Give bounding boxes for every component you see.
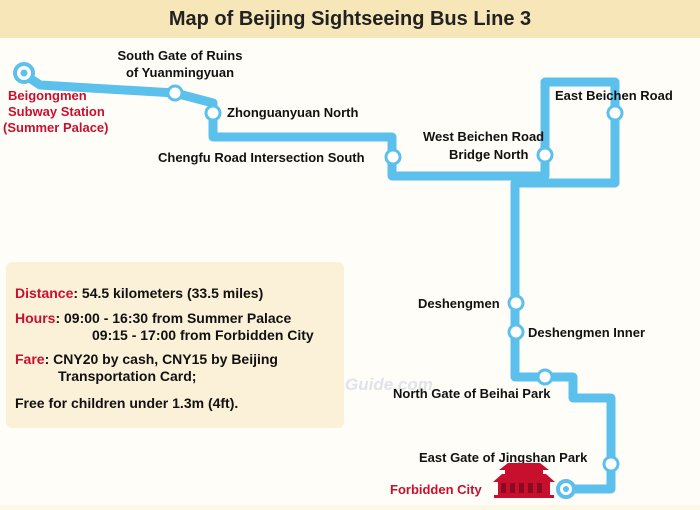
station-label: Bridge North	[449, 147, 529, 162]
route-line	[20, 70, 620, 494]
station-label: South Gate of Ruins	[118, 48, 243, 63]
station-south-gate-yuanmingyuan[interactable]: South Gate of Ruins of Yuanmingyuan	[118, 48, 243, 102]
station-marker	[536, 146, 554, 164]
route-map-svg: TravelChinaGuide.com Beigongmen Subway S…	[3, 48, 673, 499]
station-marker	[166, 84, 184, 102]
station-beihai-north[interactable]: North Gate of Beihai Park	[393, 368, 554, 401]
hours-label: Hours	[15, 310, 56, 326]
station-label: Forbidden City	[390, 482, 482, 497]
station-east-beichen[interactable]: East Beichen Road	[555, 88, 673, 122]
free-line: Free for children under 1.3m (4ft).	[15, 395, 239, 411]
station-label: East Gate of Jingshan Park	[419, 450, 588, 465]
station-label: East Beichen Road	[555, 88, 673, 103]
route-map: TravelChinaGuide.com Beigongmen Subway S…	[0, 38, 700, 505]
station-zhongguanyuan-north[interactable]: Zhonguanyuan North	[204, 104, 358, 122]
station-label: Deshengmen	[418, 296, 500, 311]
page-title: Map of Beijing Sightseeing Bus Line 3	[168, 7, 532, 30]
info-panel: Distance: 54.5 kilometers (33.5 miles) H…	[6, 262, 344, 428]
station-label: (Summer Palace)	[3, 120, 109, 135]
hours-value-1: : 09:00 - 16:30 from Summer Palace	[55, 310, 292, 326]
forbidden-city-icon	[493, 463, 555, 498]
station-label: Beigongmen	[8, 88, 87, 103]
fare-value-2: Transportation Card;	[58, 368, 197, 384]
station-label: Subway Station	[8, 104, 105, 119]
station-beigongmen[interactable]: Beigongmen Subway Station (Summer Palace…	[3, 62, 109, 135]
distance-line: Distance: 54.5 kilometers (33.5 miles)	[15, 285, 263, 301]
fare-value-1: : CNY20 by cash, CNY15 by Beijing	[44, 351, 278, 367]
station-label: Deshengmen Inner	[528, 325, 645, 340]
station-dot	[20, 69, 28, 77]
station-marker	[602, 455, 620, 473]
station-marker	[606, 104, 624, 122]
station-marker	[507, 294, 525, 312]
station-marker	[536, 368, 554, 386]
station-label: Zhonguanyuan North	[227, 105, 358, 120]
station-label: of Yuanmingyuan	[126, 65, 234, 80]
station-chengfu-road[interactable]: Chengfu Road Intersection South	[158, 148, 402, 166]
hours-line: Hours: 09:00 - 16:30 from Summer Palace	[15, 310, 291, 326]
station-label: West Beichen Road	[423, 129, 544, 144]
station-forbidden-city[interactable]: Forbidden City	[390, 463, 576, 499]
fare-label: Fare	[15, 351, 45, 367]
station-marker	[384, 148, 402, 166]
hours-value-2: 09:15 - 17:00 from Forbidden City	[92, 327, 314, 343]
distance-value: : 54.5 kilometers (33.5 miles)	[73, 285, 264, 301]
station-jingshan-east[interactable]: East Gate of Jingshan Park	[419, 450, 620, 473]
distance-label: Distance	[15, 285, 74, 301]
title-bar: Map of Beijing Sightseeing Bus Line 3	[0, 0, 700, 39]
fare-line: Fare: CNY20 by cash, CNY15 by Beijing	[15, 351, 278, 367]
station-west-beichen[interactable]: West Beichen Road Bridge North	[423, 129, 554, 164]
station-marker	[507, 323, 525, 341]
station-label: Chengfu Road Intersection South	[158, 150, 365, 165]
station-marker	[204, 104, 222, 122]
station-deshengmen[interactable]: Deshengmen	[418, 294, 525, 312]
station-deshengmen-inner[interactable]: Deshengmen Inner	[507, 323, 645, 341]
station-label: North Gate of Beihai Park	[393, 386, 551, 401]
station-dot	[563, 486, 569, 492]
